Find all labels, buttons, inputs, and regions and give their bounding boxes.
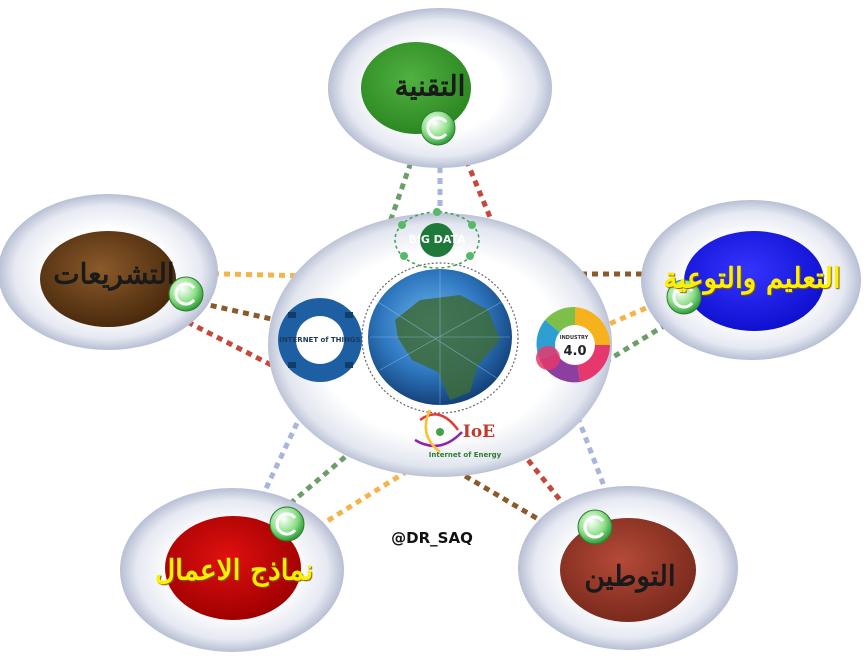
big-data-label: BIG DATA xyxy=(408,235,465,245)
badge-icon-business xyxy=(270,507,304,541)
ioe-label: IoE xyxy=(463,422,495,442)
badge-icon-technology xyxy=(421,111,455,145)
badge-icon-localization xyxy=(578,510,612,544)
iot-label: INTERNET of THINGS xyxy=(279,336,360,344)
industry-label: 4.0 xyxy=(563,346,586,358)
technology-label: التقنية xyxy=(395,70,466,103)
globe-graphic xyxy=(368,269,512,405)
business-models-label: نماذج الاعمال xyxy=(155,554,313,587)
education-label: التعليم والتوعية xyxy=(663,262,840,295)
legislation-label: التشريعات xyxy=(53,258,174,291)
author-handle: @DR_SAQ xyxy=(391,529,473,547)
localization-label: التوطين xyxy=(584,560,675,593)
industry-caption: INDUSTRY xyxy=(560,335,588,341)
ioe-caption: Internet of Energy xyxy=(429,451,501,459)
